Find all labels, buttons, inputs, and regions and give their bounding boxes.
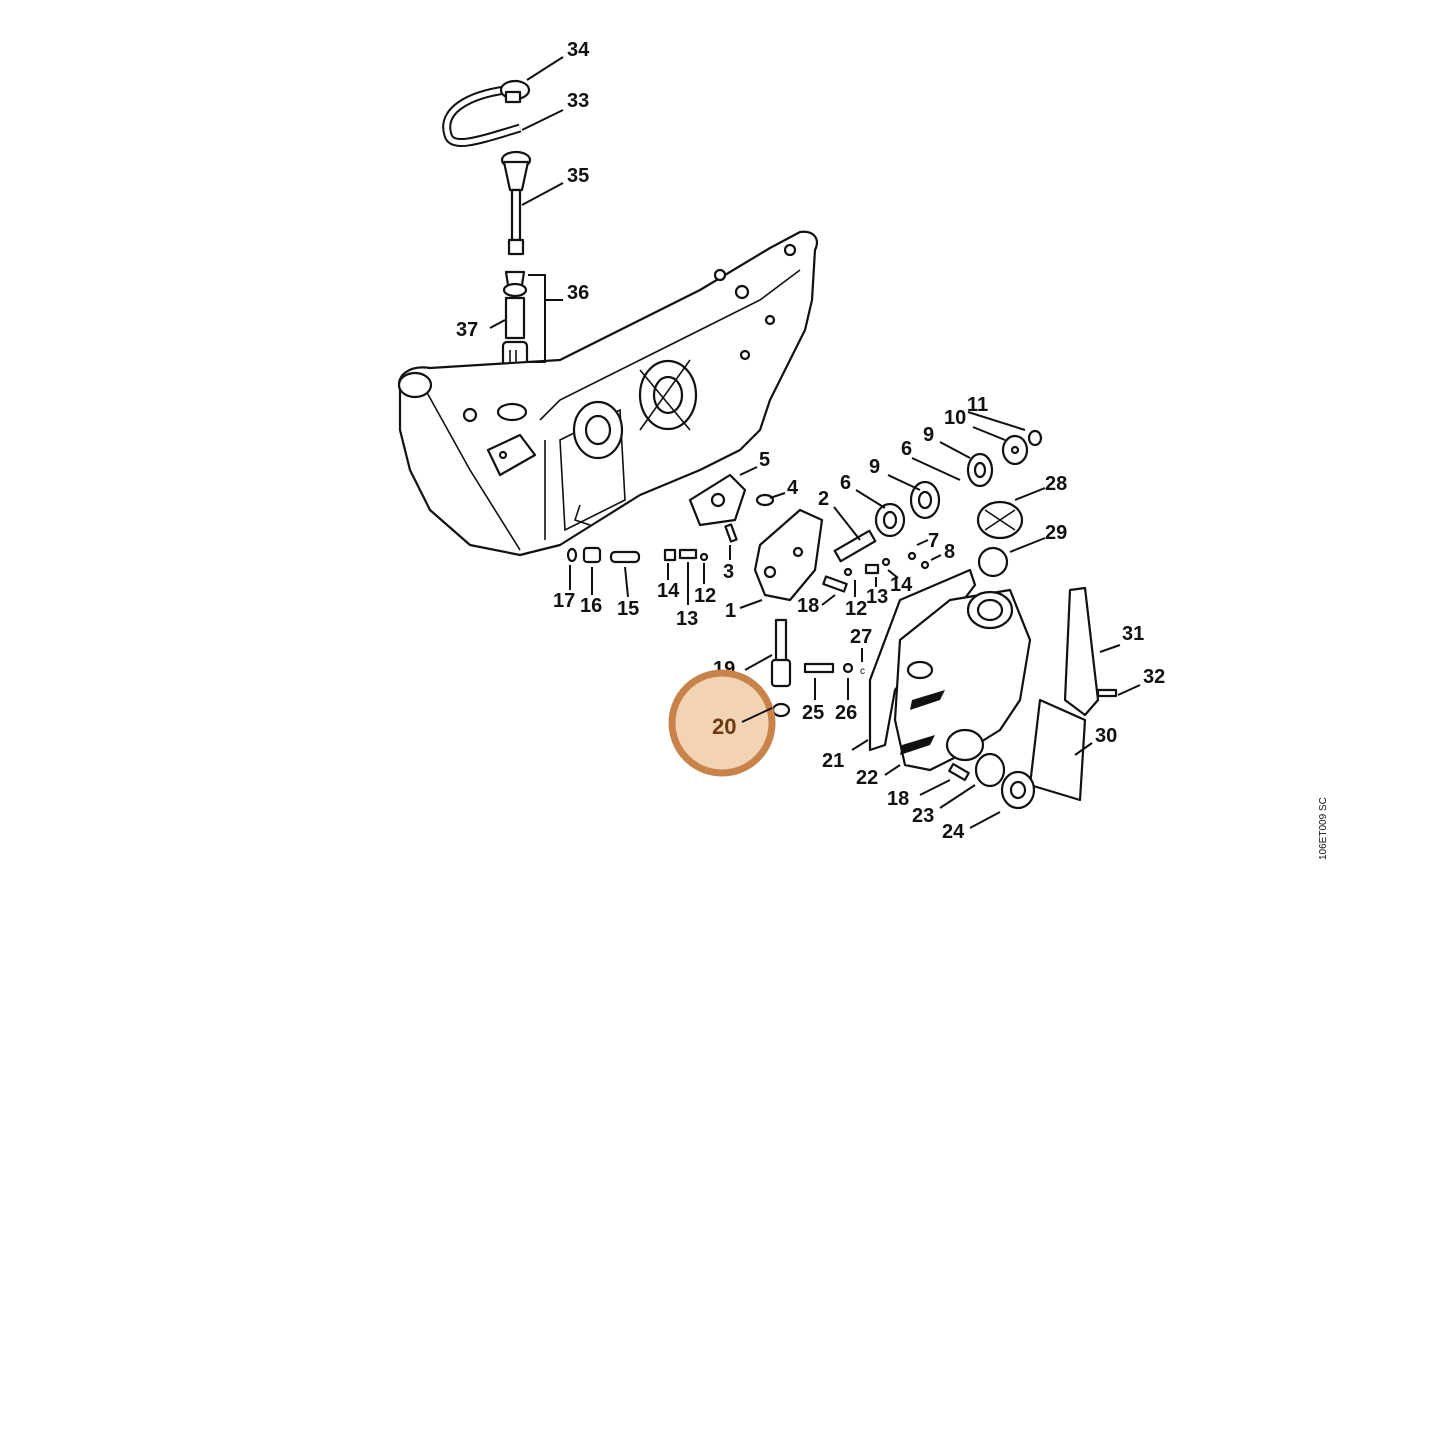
drawing-code: 106ET009 SC [1318,797,1329,860]
callout-24[interactable]: 24 [942,821,965,843]
small-parts-row [566,546,930,593]
callout-8[interactable]: 8 [944,541,955,563]
callout-3[interactable]: 3 [723,561,734,583]
callout-5[interactable]: 5 [759,449,770,471]
callout-23[interactable]: 23 [912,805,934,827]
callout-1[interactable]: 1 [725,600,736,622]
callout-9[interactable]: 9 [923,424,934,446]
callout-10[interactable]: 10 [944,407,966,429]
callout-2[interactable]: 2 [818,488,829,510]
callout-14-b[interactable]: 14 [657,580,680,602]
oil-pump-part: c [688,473,877,718]
callout-4[interactable]: 4 [787,477,799,499]
callout-21[interactable]: 21 [822,750,844,772]
callout-26[interactable]: 26 [835,702,857,724]
bearing-part [948,752,1036,810]
callout-14[interactable]: 14 [890,574,913,596]
highlight-ring [668,669,776,777]
oil-tank-cover-part [868,568,1032,772]
callout-28[interactable]: 28 [1045,473,1067,495]
callout-6[interactable]: 6 [901,438,912,460]
callout-34[interactable]: 34 [567,39,590,61]
callout-22[interactable]: 22 [856,767,878,789]
callout-25[interactable]: 25 [802,702,824,724]
crankcase-housing-part [397,230,818,557]
callout-17[interactable]: 17 [553,590,575,612]
seal-stack-part [874,429,1043,538]
callout-30[interactable]: 30 [1095,725,1117,747]
callout-36[interactable]: 36 [567,282,589,304]
callout-7[interactable]: 7 [928,530,939,552]
callout-37[interactable]: 37 [456,319,478,341]
callout-labels: 34 33 35 36 37 11 10 9 6 9 6 5 4 2 28 29… [456,39,1165,843]
highlight-marker-20[interactable]: 20 [668,669,776,777]
callout-9-b[interactable]: 9 [869,456,880,478]
callout-20[interactable]: 20 [712,714,736,739]
svg-text:c: c [860,666,865,677]
callout-33[interactable]: 33 [567,90,589,112]
oil-cap-part [976,500,1024,578]
callout-16[interactable]: 16 [580,595,602,617]
callout-13[interactable]: 13 [676,608,698,630]
callout-27[interactable]: 27 [850,626,872,648]
callout-18-b[interactable]: 18 [887,788,909,810]
callout-6-b[interactable]: 6 [840,472,851,494]
leader-lines [489,56,1141,829]
callout-15[interactable]: 15 [617,598,639,620]
callout-29[interactable]: 29 [1045,522,1067,544]
fuel-hose-part [442,79,531,147]
callout-18[interactable]: 18 [797,595,819,617]
callout-12[interactable]: 12 [694,585,716,607]
callout-12-b[interactable]: 12 [845,598,867,620]
callout-31[interactable]: 31 [1122,623,1144,645]
plate-bracket-part [1028,586,1118,802]
callout-35[interactable]: 35 [567,165,589,187]
callout-13-b[interactable]: 13 [866,586,888,608]
callout-32[interactable]: 32 [1143,666,1165,688]
callout-11[interactable]: 11 [967,394,988,416]
pickup-tube-part [500,150,532,256]
